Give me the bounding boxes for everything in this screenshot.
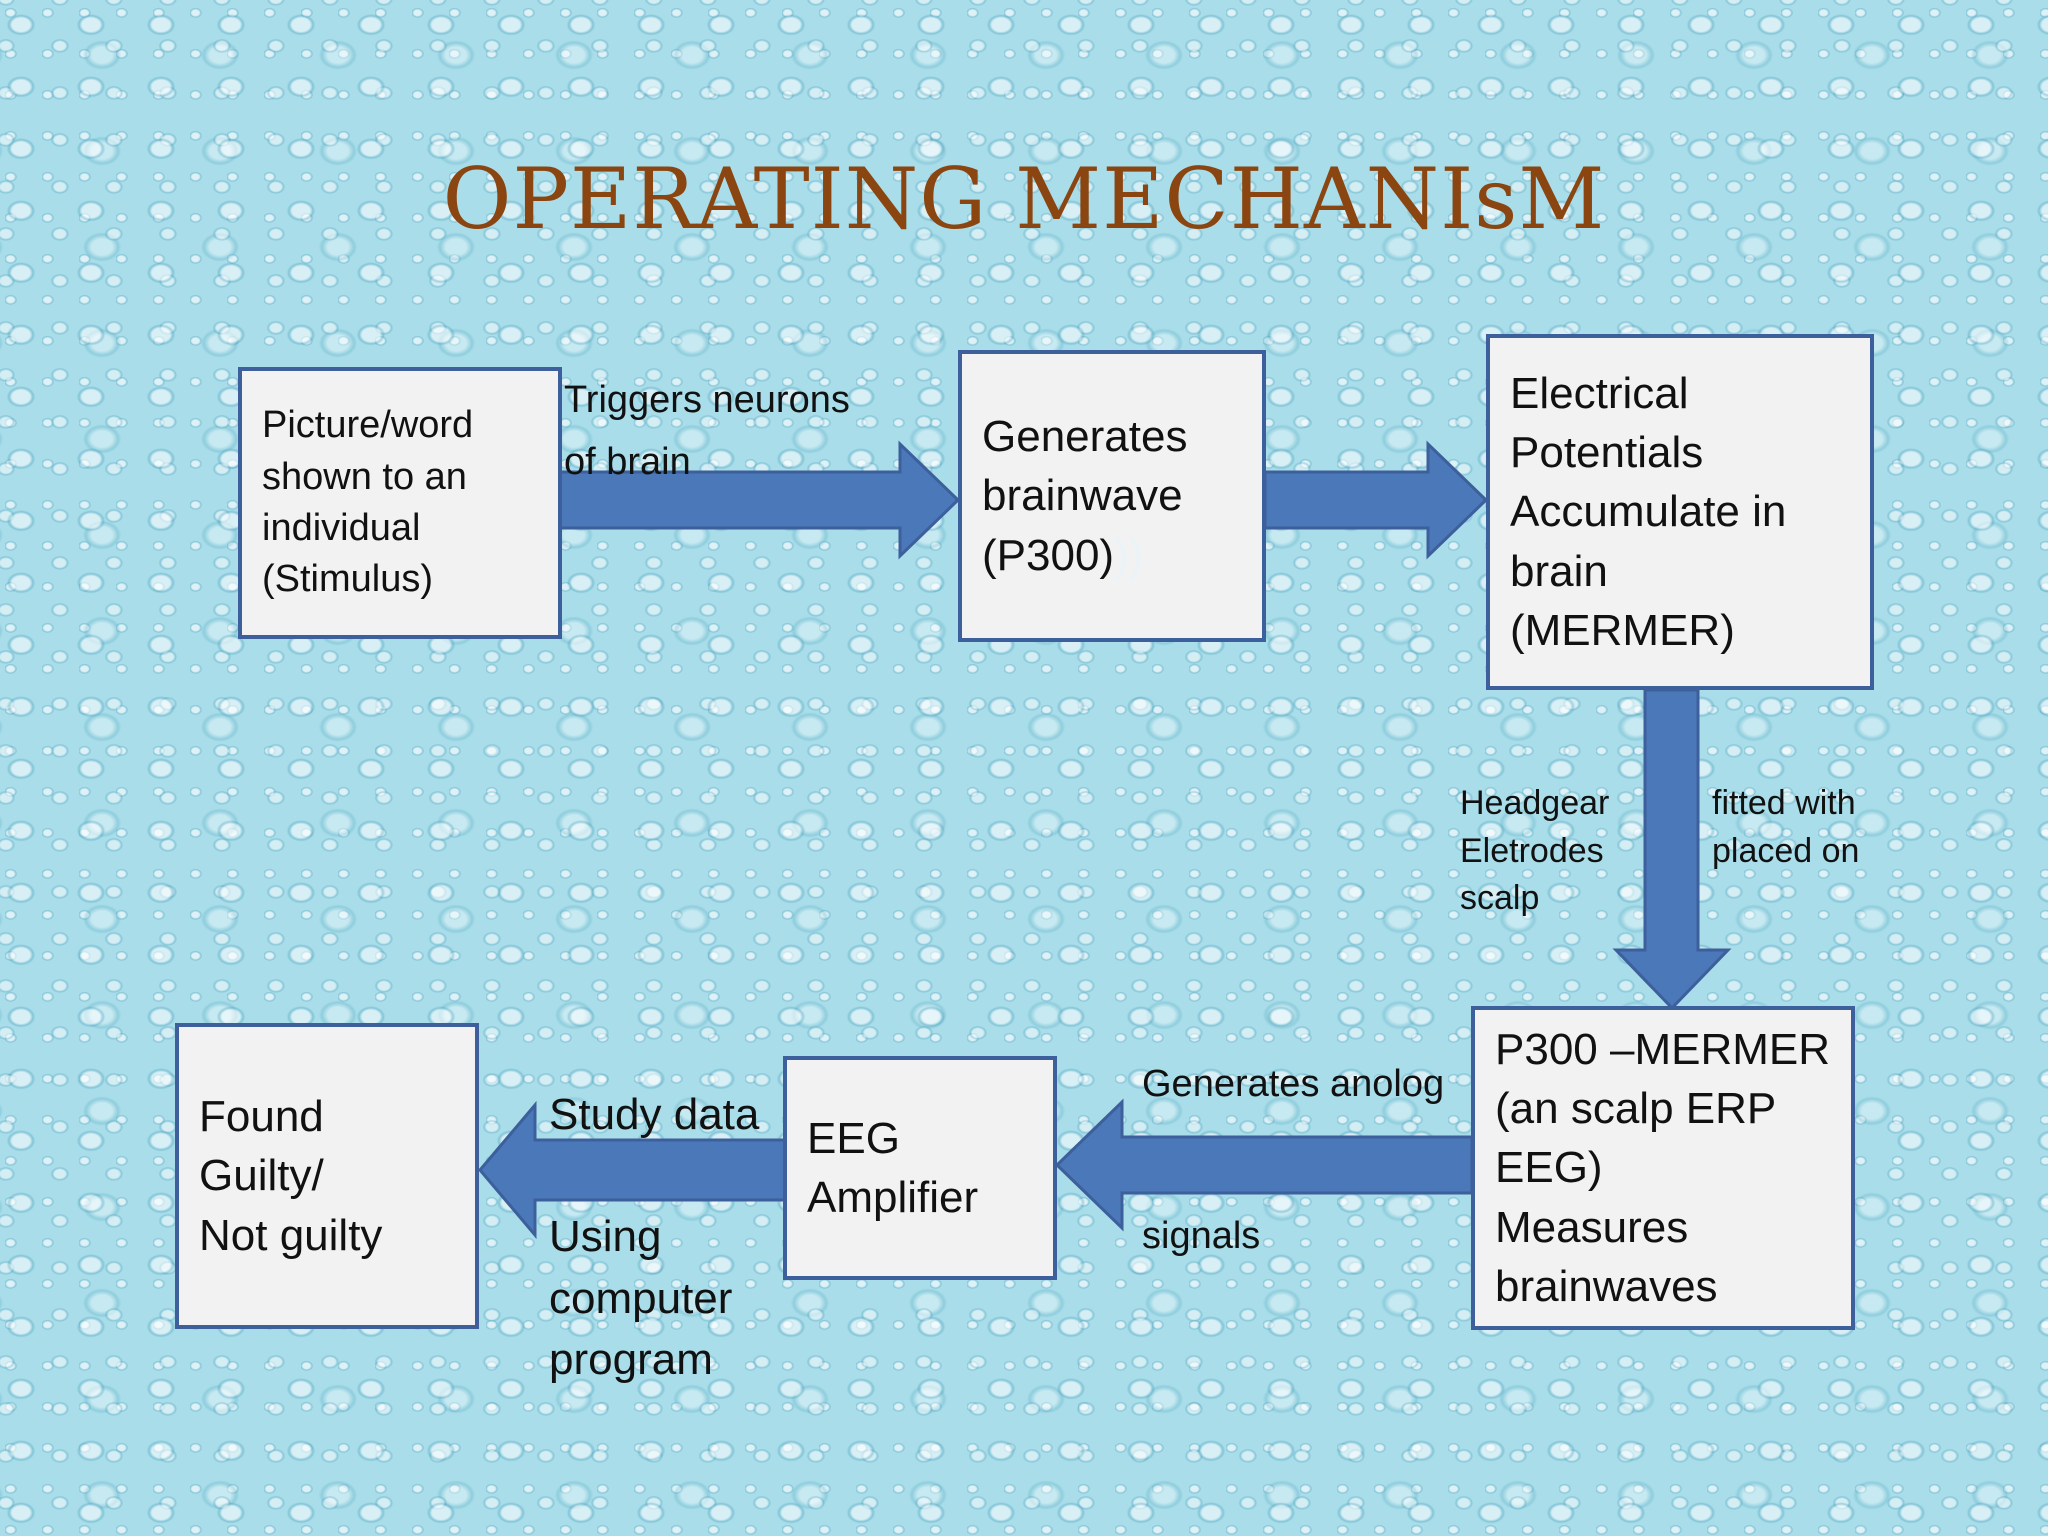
edge-label-line: scalp	[1460, 879, 1540, 918]
node-brainwave: Generates brainwave (P300)))	[958, 350, 1266, 642]
node-brainwave-ghost-text: ))	[1114, 530, 1144, 580]
node-p300-line: EEG)	[1495, 1143, 1603, 1193]
arrow-amplifier-to-verdict	[478, 1100, 787, 1240]
edge-label-triggers: Triggers neurons of brain	[564, 370, 850, 493]
node-p300-line: P300 –MERMER	[1495, 1024, 1831, 1074]
arrow-brainwave-to-potentials	[1263, 440, 1489, 560]
edge-label-study-top: Study data	[549, 1090, 760, 1139]
edge-label-line: placed on	[1712, 831, 1860, 870]
edge-label-line: program	[549, 1335, 713, 1385]
node-stimulus-line: (Stimulus)	[262, 558, 434, 601]
edge-label-line: fitted with	[1712, 784, 1856, 822]
node-p300-line: (an scalp ERP	[1495, 1083, 1777, 1133]
edge-label-study-bottom: Using computer program	[549, 1206, 732, 1391]
edge-label-line: of brain	[564, 440, 691, 483]
edge-label-line: Triggers neurons	[564, 379, 850, 421]
slide-title: OPERATING MECHANIsM	[442, 150, 1606, 248]
node-verdict-line: Found	[199, 1091, 324, 1141]
arrow-potentials-to-p300	[1612, 688, 1732, 1011]
node-potentials: Electrical Potentials Accumulate in brai…	[1486, 334, 1874, 690]
node-verdict-line: Guilty/	[199, 1151, 324, 1201]
node-stimulus-line: shown to an	[262, 455, 467, 498]
node-potentials-line: Electrical	[1510, 368, 1689, 418]
node-p300-line: brainwaves	[1495, 1262, 1718, 1312]
edge-label-analog-top: Generates anolog	[1142, 1063, 1445, 1105]
node-potentials-line: brain	[1510, 546, 1608, 596]
edge-label-analog-bottom: signals	[1142, 1215, 1261, 1257]
node-amplifier: EEG Amplifier	[783, 1056, 1057, 1280]
node-stimulus-line: individual	[262, 507, 421, 549]
node-brainwave-line: (P300)	[982, 530, 1115, 580]
node-stimulus: Picture/word shown to an individual (Sti…	[238, 367, 562, 639]
node-potentials-line: (MERMER)	[1510, 606, 1735, 656]
node-stimulus-line: Picture/word	[262, 404, 474, 447]
node-verdict-line: Not guilty	[199, 1210, 383, 1260]
node-p300-line: Measures	[1495, 1202, 1689, 1252]
node-brainwave-line: brainwave	[982, 471, 1183, 521]
edge-label-line: computer	[549, 1273, 733, 1323]
edge-label-headgear-right: fitted with placed on	[1712, 780, 1859, 875]
node-potentials-line: Accumulate in	[1510, 487, 1787, 537]
edge-label-line: Headgear	[1460, 784, 1610, 822]
node-amplifier-line: EEG	[807, 1113, 900, 1163]
edge-label-line: Using	[549, 1212, 662, 1261]
node-amplifier-line: Amplifier	[807, 1173, 979, 1222]
node-potentials-line: Potentials	[1510, 427, 1704, 477]
edge-label-line: Eletrodes	[1460, 831, 1604, 870]
node-verdict: Found Guilty/ Not guilty	[175, 1023, 479, 1329]
node-brainwave-line: Generates	[982, 411, 1188, 461]
arrow-p300-to-amplifier	[1054, 1098, 1474, 1232]
edge-label-headgear-left: Headgear Eletrodes scalp	[1460, 780, 1609, 923]
node-p300: P300 –MERMER (an scalp ERP EEG) Measures…	[1471, 1006, 1855, 1330]
arrow-stimulus-to-brainwave	[558, 440, 961, 560]
